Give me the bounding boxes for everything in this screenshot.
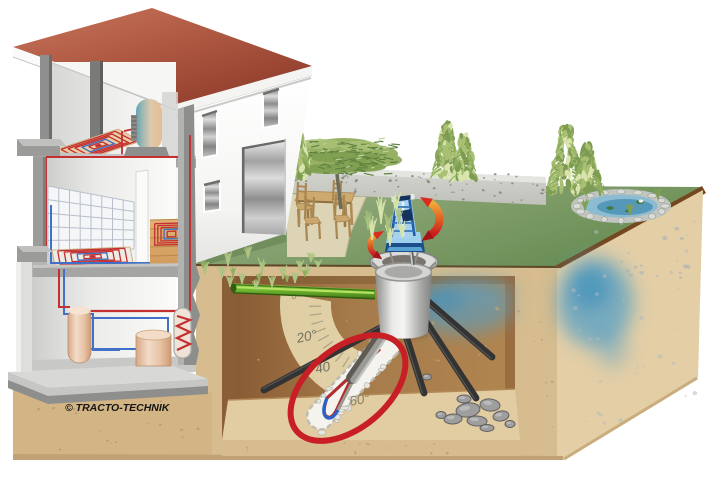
svg-text:60°: 60° [348, 390, 371, 408]
svg-text:© TRACTO-TECHNIK: © TRACTO-TECHNIK [65, 402, 171, 414]
svg-text:0: 0 [290, 290, 298, 302]
svg-text:20°: 20° [294, 327, 319, 346]
